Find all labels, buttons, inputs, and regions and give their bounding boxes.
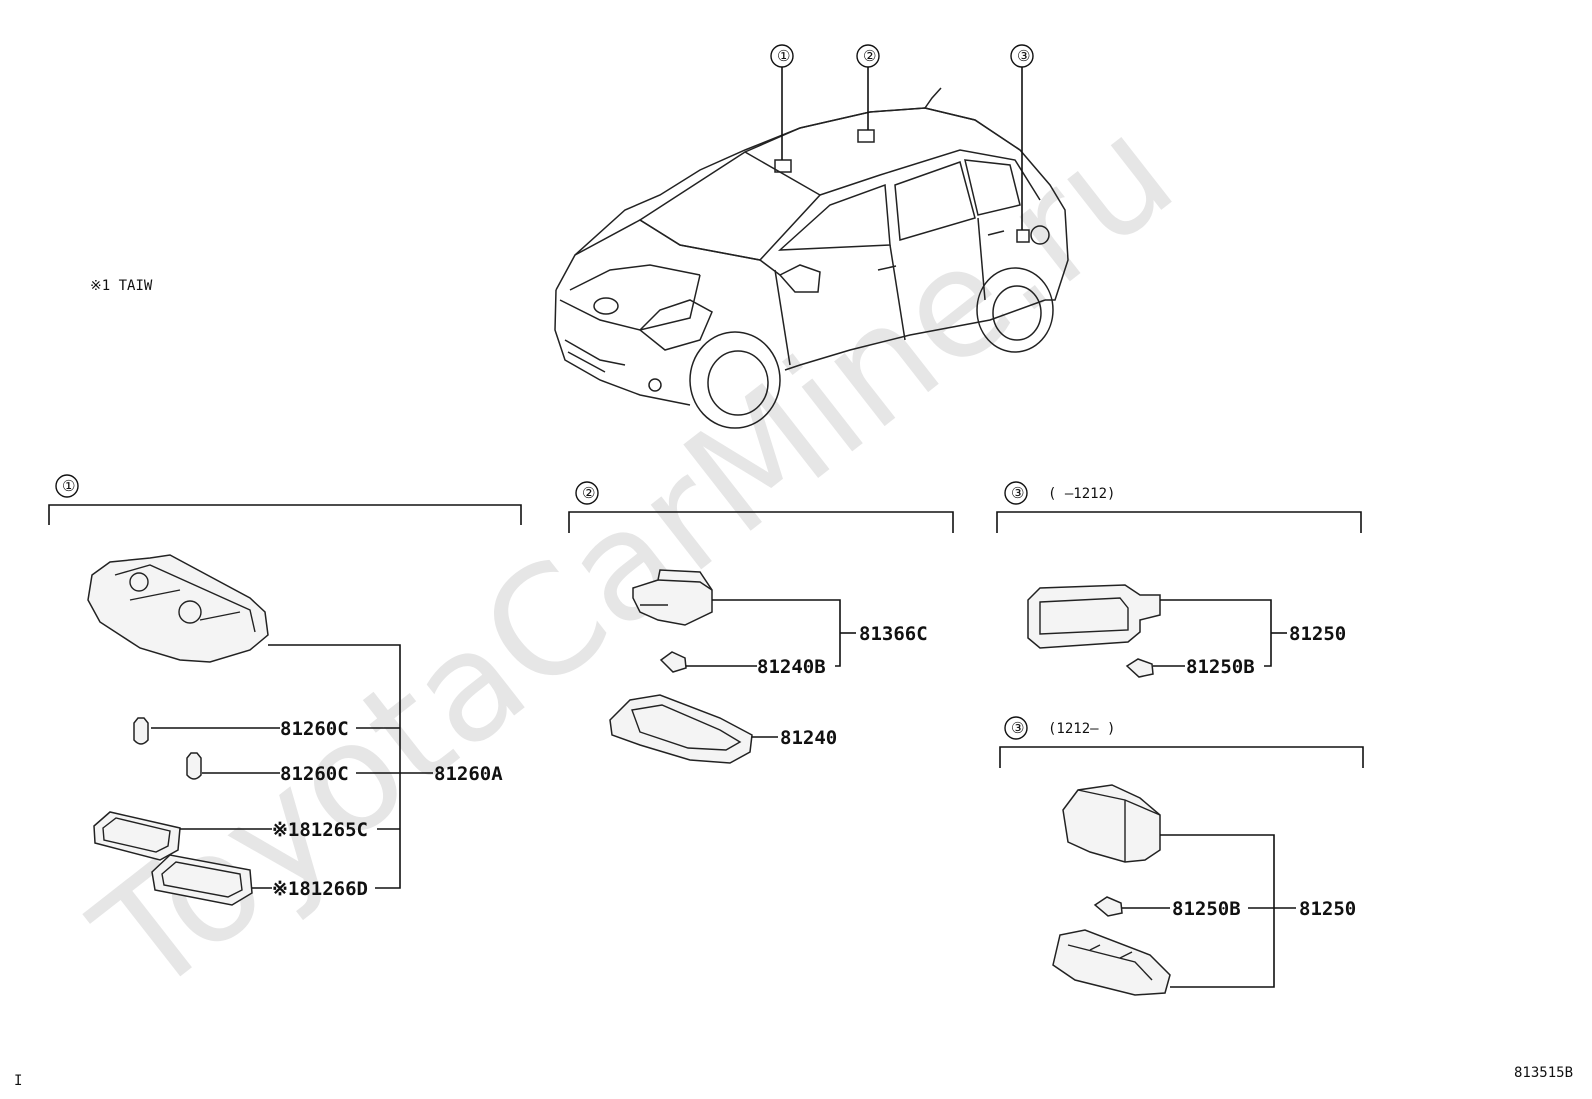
section-3a-range: ( –1212) (1048, 486, 1115, 502)
car-marker-2: ② (856, 44, 880, 68)
label-81260c-2: 81260C (280, 763, 349, 785)
lens-81265c (93, 811, 181, 861)
section-1-marker: ① (62, 477, 75, 495)
corner-mark: I (14, 1073, 22, 1089)
note-taiw: ※1 TAIW (90, 278, 153, 294)
bulb-81250b-b (1093, 896, 1123, 917)
dome-lamp-housing (87, 554, 269, 663)
label-81250b-a: 81250B (1186, 656, 1255, 678)
section-2-marker: ② (582, 484, 595, 502)
label-81266d: ※181266D (272, 878, 368, 900)
lamp-base-81250-b (1052, 929, 1171, 996)
label-81250-a: 81250 (1289, 623, 1346, 645)
lamp-81250-a (1027, 584, 1161, 649)
car-marker-1-text: ① (777, 47, 790, 65)
section-3a: ③ ( –1212) 81250 81250B (996, 481, 1362, 678)
bulb-81240b (659, 651, 687, 673)
connector-81366c (632, 569, 713, 626)
bulb-81260c-2 (186, 752, 202, 780)
label-81260c-1: 81260C (280, 718, 349, 740)
label-81240b: 81240B (757, 656, 826, 678)
label-81265c: ※181265C (272, 819, 368, 841)
label-81250-b: 81250 (1299, 898, 1356, 920)
label-81260a: 81260A (434, 763, 503, 785)
bulb-81260c-1 (133, 717, 149, 745)
section-1: ① 81260C 81260C 81260A ※181265C ※181266D (48, 474, 522, 906)
section-2: ② 81366C 81240B 81240 (568, 481, 954, 764)
section-3b: ③ (1212– ) 81250B 81250 (999, 716, 1364, 996)
car-marker-3-text: ③ (1017, 47, 1030, 65)
label-81250b-b: 81250B (1172, 898, 1241, 920)
section-3b-range: (1212– ) (1048, 721, 1115, 737)
section-3b-marker: ③ (1011, 719, 1024, 737)
car-illustration (554, 67, 1069, 429)
bulb-81250b-a (1125, 658, 1154, 678)
car-marker-3: ③ (1010, 44, 1034, 68)
car-marker-1: ① (770, 44, 794, 68)
lens-81266d (151, 854, 253, 906)
diagram-code: 813515B (1514, 1065, 1573, 1081)
label-81366c: 81366C (859, 623, 928, 645)
lamp-base-81240 (609, 694, 753, 764)
section-3a-marker: ③ (1011, 484, 1024, 502)
car-marker-2-text: ② (863, 47, 876, 65)
label-81240: 81240 (780, 727, 837, 749)
